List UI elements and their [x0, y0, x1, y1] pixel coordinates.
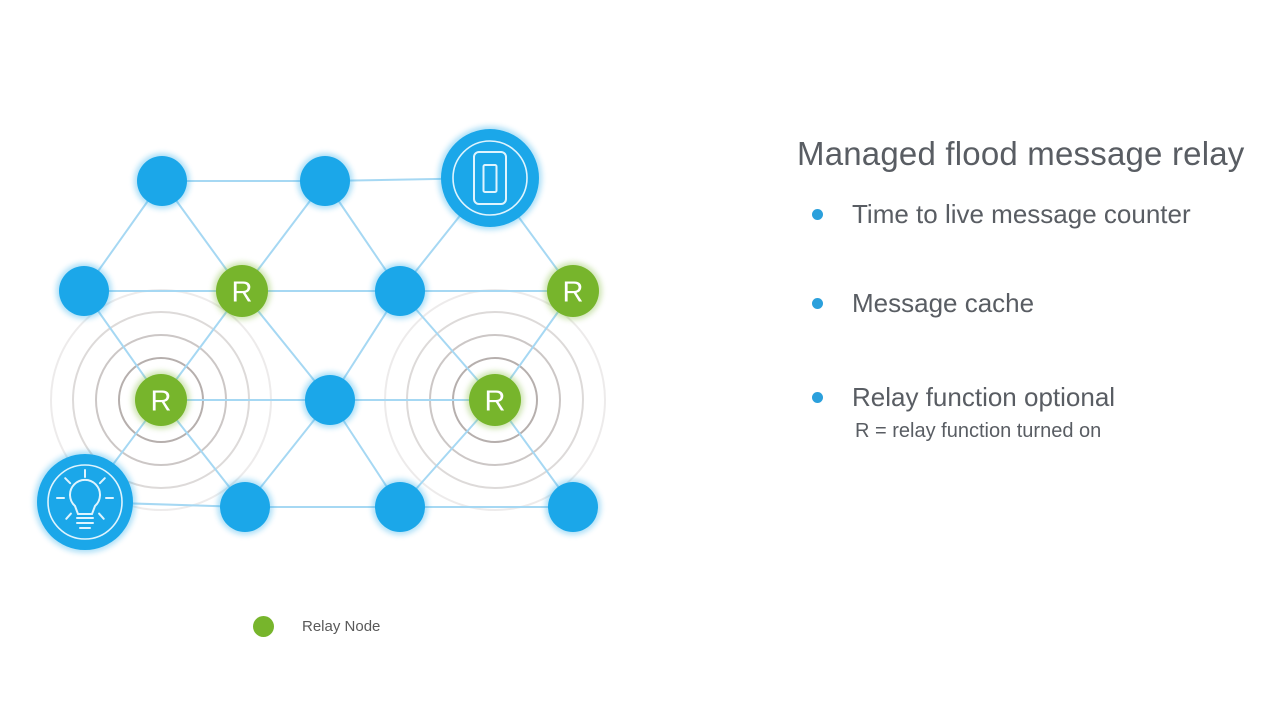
bullet-dot: [812, 209, 823, 220]
bullet-item: Time to live message counter: [812, 198, 1191, 230]
mesh-node: [372, 263, 428, 319]
bullet-subtext: R = relay function turned on: [855, 420, 1102, 442]
mesh-node: [545, 479, 601, 535]
relay-letter: R: [563, 277, 584, 309]
light-switch-node: [438, 126, 542, 230]
bullet-label: Time to live message counter: [852, 199, 1191, 229]
bullet-dot: [812, 392, 823, 403]
mesh-node: [297, 153, 353, 209]
slide-title: Managed flood message relay: [797, 135, 1245, 172]
legend-label: Relay Node: [302, 618, 381, 635]
relay-node: R: [466, 371, 524, 429]
mesh-node: [56, 263, 112, 319]
relay-letter: R: [151, 386, 172, 418]
mesh-node: [134, 153, 190, 209]
light-bulb-icon: [47, 464, 123, 540]
relay-letter: R: [485, 386, 506, 418]
mesh-node: [302, 372, 358, 428]
bullet-item: Message cache: [812, 287, 1034, 319]
legend: Relay Node: [253, 616, 380, 637]
relay-node: R: [132, 371, 190, 429]
light-bulb-node: [34, 451, 136, 553]
relay-node-legend-dot: [253, 616, 274, 637]
light-switch-icon: [452, 140, 528, 216]
bullet-item: Relay function optional: [812, 381, 1115, 413]
mesh-network-diagram: R R R R: [34, 126, 606, 553]
bullet-dot: [812, 298, 823, 309]
relay-letter: R: [232, 277, 253, 309]
relay-node: R: [213, 262, 271, 320]
mesh-node: [217, 479, 273, 535]
mesh-node: [372, 479, 428, 535]
relay-node: R: [544, 262, 602, 320]
bullet-label: Message cache: [852, 288, 1035, 318]
bullet-label: Relay function optional: [852, 382, 1116, 412]
